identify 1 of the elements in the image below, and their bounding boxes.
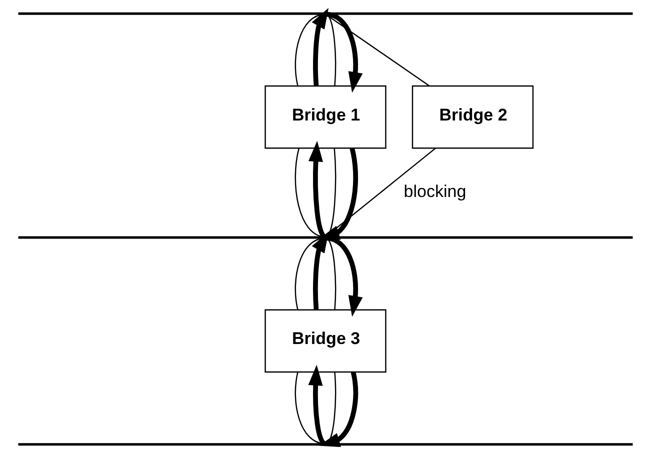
edge-label: blocking (403, 182, 466, 201)
